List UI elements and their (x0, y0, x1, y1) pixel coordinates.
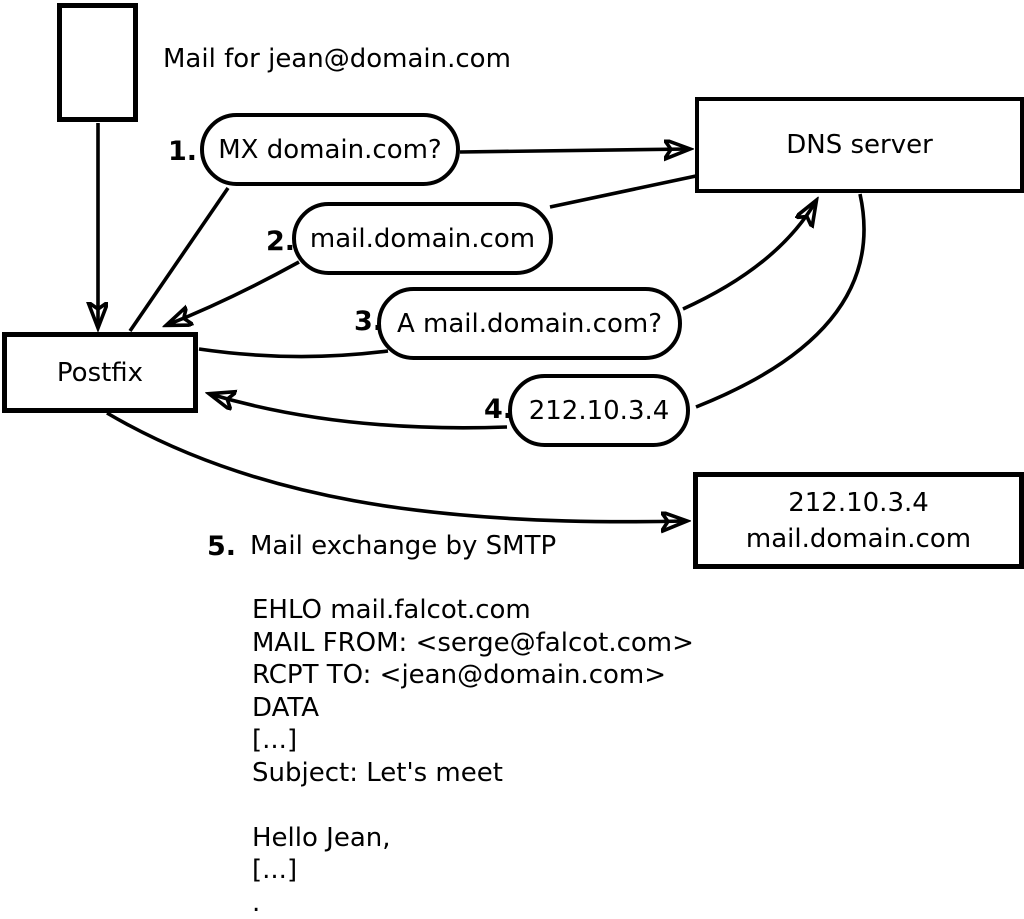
arrow-answer4-to-postfix (210, 394, 508, 430)
arrow-query3-to-dns (682, 201, 816, 311)
answer-pill-mx-label: mail.domain.com (309, 223, 536, 254)
smtp-session-text: EHLO mail.falcot.com MAIL FROM: <serge@f… (252, 595, 694, 918)
step-5-label: Mail exchange by SMTP (250, 531, 557, 561)
postfix-node: Postfix (2, 332, 198, 413)
mail-server-ip: 212.10.3.4 (788, 487, 929, 518)
link-dns-to-answer2 (549, 174, 697, 209)
postfix-label: Postfix (56, 357, 144, 388)
link-postfix-to-query1 (128, 186, 230, 333)
query-pill-mx-label: MX domain.com? (218, 134, 442, 165)
dns-server-label: DNS server (786, 130, 933, 160)
query-pill-mx: MX domain.com? (200, 113, 460, 186)
arrow-query1-to-dns (459, 149, 689, 152)
arrow-postfix-to-mailserver (106, 411, 686, 522)
query-pill-a-label: A mail.domain.com? (397, 308, 662, 339)
arrow-answer2-to-postfix (167, 260, 300, 325)
answer-pill-mx: mail.domain.com (292, 202, 553, 275)
dns-server-node: DNS server (695, 97, 1024, 193)
mail-server-hostname: mail.domain.com (745, 523, 972, 554)
step-number-2: 2. (266, 226, 296, 257)
answer-pill-a-label: 212.10.3.4 (528, 395, 670, 426)
link-dns-to-answer4 (695, 193, 866, 409)
query-pill-a: A mail.domain.com? (377, 287, 682, 360)
answer-pill-a: 212.10.3.4 (508, 374, 690, 447)
step-number-1: 1. (168, 136, 198, 167)
mail-note: Mail for jean@domain.com (163, 44, 511, 74)
mail-server-node: 212.10.3.4 mail.domain.com (693, 472, 1024, 569)
mail-envelope-icon (57, 3, 138, 122)
link-postfix-to-query3 (198, 347, 389, 359)
step-number-5: 5. (207, 531, 237, 562)
